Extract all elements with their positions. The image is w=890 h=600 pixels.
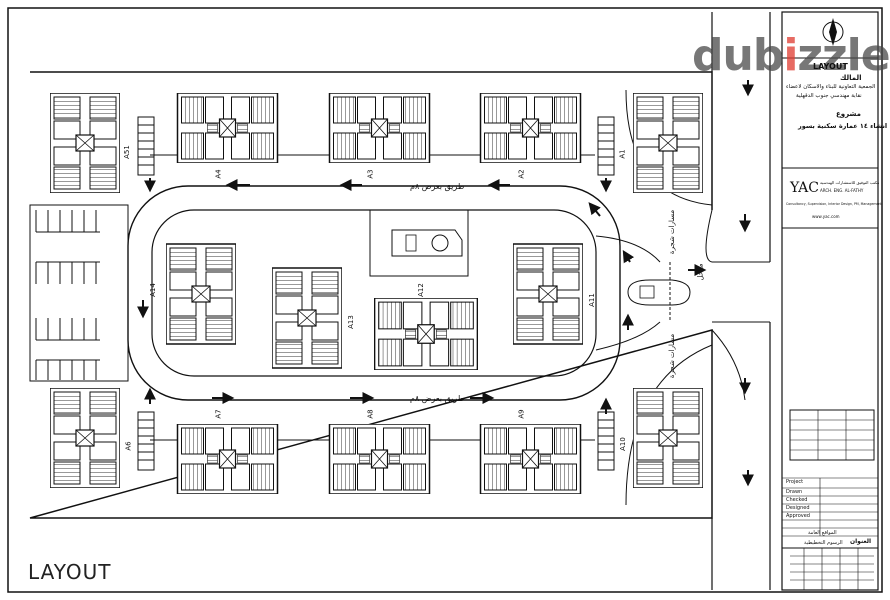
owner-line-1: الجمعية التعاونية للبناء والاسكان لاعضاء bbox=[786, 84, 876, 90]
tb-row-4: Designed bbox=[786, 505, 810, 511]
bottom-line-1: المواقع العامة bbox=[808, 530, 837, 536]
tb-row-3: Checked bbox=[786, 497, 808, 503]
label-A11: A11 bbox=[587, 293, 596, 307]
building-A2 bbox=[479, 93, 582, 163]
drawing-frame bbox=[7, 7, 883, 593]
bottom-road-label: طريق بعرض ٨م bbox=[410, 394, 465, 403]
entry-road-right bbox=[712, 261, 770, 323]
label-A9: A9 bbox=[517, 409, 526, 419]
watermark-text: dubizzle bbox=[692, 30, 890, 81]
entry-gate bbox=[627, 262, 691, 322]
entry-upper-label: مسارات شجرة bbox=[668, 209, 677, 255]
building-A13 bbox=[272, 267, 342, 369]
office-abbr: YAC bbox=[790, 180, 819, 196]
bottom-line-2: الرسوم التخطيطية bbox=[804, 540, 843, 546]
building-A3 bbox=[328, 93, 431, 163]
label-A1: A1 bbox=[618, 149, 627, 159]
dubizzle-watermark: dubizzle bbox=[692, 30, 890, 81]
building-A51 bbox=[50, 93, 120, 193]
top-road-label: طريق بعرض ٨م bbox=[410, 182, 465, 191]
label-A10: A10 bbox=[618, 437, 627, 451]
building-A12 bbox=[374, 298, 478, 370]
tb-row-5: Approved bbox=[786, 513, 810, 519]
label-A12: A12 bbox=[416, 283, 425, 297]
building-A14 bbox=[166, 243, 236, 345]
label-A7: A7 bbox=[214, 409, 223, 419]
label-A3: A3 bbox=[366, 169, 375, 179]
label-A4: A4 bbox=[214, 169, 223, 179]
title-block bbox=[781, 11, 879, 591]
central-plot bbox=[369, 209, 469, 277]
building-A4 bbox=[176, 93, 279, 163]
label-A13: A13 bbox=[346, 315, 355, 329]
traffic-arrows bbox=[137, 80, 754, 487]
building-A9 bbox=[479, 424, 582, 494]
label-A6: A6 bbox=[124, 441, 133, 451]
building-A7 bbox=[176, 424, 279, 494]
layout-caption: LAYOUT bbox=[28, 560, 112, 584]
building-A6 bbox=[50, 388, 120, 488]
tb-row-1: Project bbox=[786, 479, 804, 485]
label-A8: A8 bbox=[366, 409, 375, 419]
entry-lower-label: مسارات شجرة bbox=[668, 333, 677, 379]
office-engineer: ARCH. ENG. AL-FATHY bbox=[820, 188, 864, 193]
project-label: مشروع bbox=[836, 110, 861, 118]
building-A11 bbox=[513, 243, 583, 345]
bottom-label: العنوان bbox=[850, 538, 872, 545]
building-A1 bbox=[633, 93, 703, 193]
entry-label: مدخل bbox=[696, 263, 705, 281]
stairs bbox=[137, 116, 615, 471]
project-name: انشاء ١٤ عمارة سكنية بسور bbox=[798, 122, 888, 130]
building-A10 bbox=[633, 388, 703, 488]
sheet-title: LAYOUT bbox=[813, 62, 848, 71]
tb-row-2: Drawn bbox=[786, 489, 803, 495]
parking-area bbox=[29, 204, 129, 382]
office-services: Consultancy, Supervision, Interior Desig… bbox=[786, 202, 882, 206]
building-A8 bbox=[328, 424, 431, 494]
label-A51: A51 bbox=[122, 145, 131, 159]
label-A2: A2 bbox=[517, 169, 526, 179]
office-name: مكتب التوفيق للاستشارات الهندسية bbox=[820, 180, 880, 185]
owner-label: المالك bbox=[840, 74, 862, 82]
owner-line-2: نقابة مهندسي جنوب الدقهلية bbox=[796, 93, 862, 99]
office-site: www.yac.com bbox=[812, 214, 840, 219]
north-arrow-icon bbox=[822, 18, 844, 46]
label-A14: A14 bbox=[148, 283, 157, 297]
